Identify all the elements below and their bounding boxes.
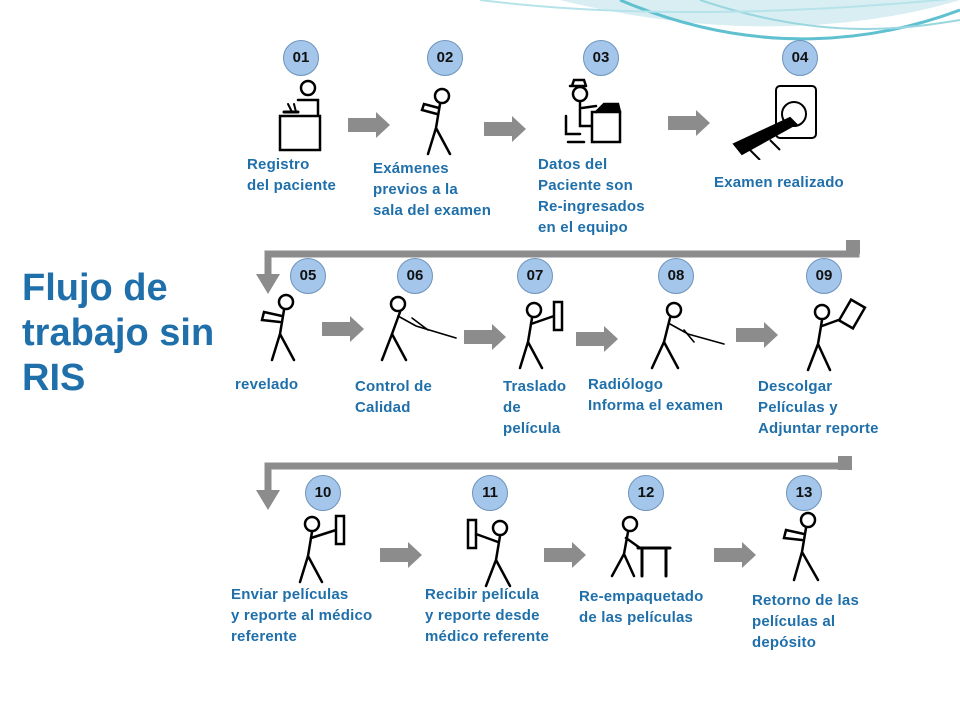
step-number-06: 06 bbox=[397, 258, 433, 294]
label-line: y reporte desde bbox=[425, 607, 540, 624]
person-carrying-film-icon bbox=[466, 518, 512, 588]
step-number-07: 07 bbox=[517, 258, 553, 294]
step-label-06: Control de Calidad bbox=[355, 376, 432, 418]
person-carrying-film-icon bbox=[298, 514, 346, 584]
step-number-02: 02 bbox=[427, 40, 463, 76]
step-number-12: 12 bbox=[628, 475, 664, 511]
label-line: del paciente bbox=[247, 177, 337, 194]
label-line: Radiólogo bbox=[588, 376, 664, 393]
person-with-pointer-icon bbox=[650, 301, 725, 370]
desk-person-icon bbox=[278, 79, 322, 152]
label-line: de bbox=[503, 399, 521, 416]
person-with-pointer-icon bbox=[380, 295, 457, 362]
step-label-01: Registro del paciente bbox=[247, 154, 336, 196]
label-line: Examen realizado bbox=[714, 174, 844, 191]
flow-arrow bbox=[668, 110, 710, 136]
step-number-01: 01 bbox=[283, 40, 319, 76]
label-line: revelado bbox=[235, 376, 299, 393]
walking-person-icon bbox=[260, 293, 296, 362]
label-line: Control de bbox=[355, 378, 432, 395]
label-line: en el equipo bbox=[538, 219, 628, 236]
walking-person-icon bbox=[420, 87, 452, 156]
step-label-10: Enviar películas y reporte al médico ref… bbox=[231, 584, 372, 647]
person-at-table-icon bbox=[610, 515, 672, 578]
flow-arrow bbox=[576, 326, 618, 352]
label-line: Registro bbox=[247, 156, 310, 173]
step-number-10: 10 bbox=[305, 475, 341, 511]
label-line: Enviar películas bbox=[231, 586, 349, 603]
label-line: Traslado bbox=[503, 378, 567, 395]
step-label-13: Retorno de las películas al depósito bbox=[752, 590, 859, 653]
step-label-08: Radiólogo Informa el examen bbox=[588, 374, 723, 416]
label-line: película bbox=[503, 420, 561, 437]
label-line: previos a la bbox=[373, 181, 458, 198]
label-line: Calidad bbox=[355, 399, 411, 416]
person-holding-film-icon bbox=[806, 297, 867, 372]
label-line: referente bbox=[231, 628, 297, 645]
title-line: trabajo sin bbox=[22, 312, 215, 354]
walking-person-icon bbox=[782, 511, 820, 582]
flow-arrow bbox=[736, 322, 778, 348]
label-line: Datos del bbox=[538, 156, 608, 173]
label-line: depósito bbox=[752, 634, 817, 651]
label-line: de las películas bbox=[579, 609, 694, 626]
label-line: Re-empaquetado bbox=[579, 588, 704, 605]
label-line: Re-ingresados bbox=[538, 198, 645, 215]
flow-arrow bbox=[714, 542, 756, 568]
step-number-08: 08 bbox=[658, 258, 694, 294]
flow-arrow bbox=[380, 542, 422, 568]
step-label-02: Exámenes previos a la sala del examen bbox=[373, 158, 491, 221]
label-line: Descolgar bbox=[758, 378, 833, 395]
ct-scanner-icon bbox=[732, 85, 817, 160]
flow-arrow bbox=[484, 116, 526, 142]
page-title: Flujo de trabajo sin RIS bbox=[22, 266, 232, 401]
step-label-03: Datos del Paciente son Re-ingresados en … bbox=[538, 154, 645, 238]
flow-arrow bbox=[544, 542, 586, 568]
operator-at-computer-icon bbox=[564, 78, 622, 144]
step-label-09: Descolgar Películas y Adjuntar reporte bbox=[758, 376, 879, 439]
step-label-07: Traslado de película bbox=[503, 376, 566, 439]
label-line: sala del examen bbox=[373, 202, 492, 219]
step-label-12: Re-empaquetado de las películas bbox=[579, 586, 704, 628]
title-line: Flujo de bbox=[22, 267, 168, 309]
label-line: Paciente son bbox=[538, 177, 633, 194]
step-number-09: 09 bbox=[806, 258, 842, 294]
label-line: y reporte al médico bbox=[231, 607, 373, 624]
step-label-05: revelado bbox=[235, 374, 298, 395]
label-line: películas al bbox=[752, 613, 836, 630]
step-number-11: 11 bbox=[472, 475, 508, 511]
flow-arrow bbox=[322, 316, 364, 342]
title-line: RIS bbox=[22, 357, 86, 399]
step-number-05: 05 bbox=[290, 258, 326, 294]
row-connector-1 bbox=[256, 240, 860, 294]
step-label-11: Recibir película y reporte desde médico … bbox=[425, 584, 549, 647]
label-line: Películas y bbox=[758, 399, 838, 416]
label-line: Retorno de las bbox=[752, 592, 859, 609]
label-line: Exámenes bbox=[373, 160, 449, 177]
step-number-04: 04 bbox=[782, 40, 818, 76]
label-line: Informa el examen bbox=[588, 397, 724, 414]
step-number-13: 13 bbox=[786, 475, 822, 511]
person-carrying-film-icon bbox=[518, 300, 564, 370]
flow-arrow bbox=[348, 112, 390, 138]
step-number-03: 03 bbox=[583, 40, 619, 76]
label-line: Adjuntar reporte bbox=[758, 420, 879, 437]
label-line: médico referente bbox=[425, 628, 550, 645]
label-line: Recibir película bbox=[425, 586, 540, 603]
flow-arrow bbox=[464, 324, 506, 350]
step-label-04: Examen realizado bbox=[714, 172, 844, 193]
row-connector-2 bbox=[256, 456, 852, 510]
